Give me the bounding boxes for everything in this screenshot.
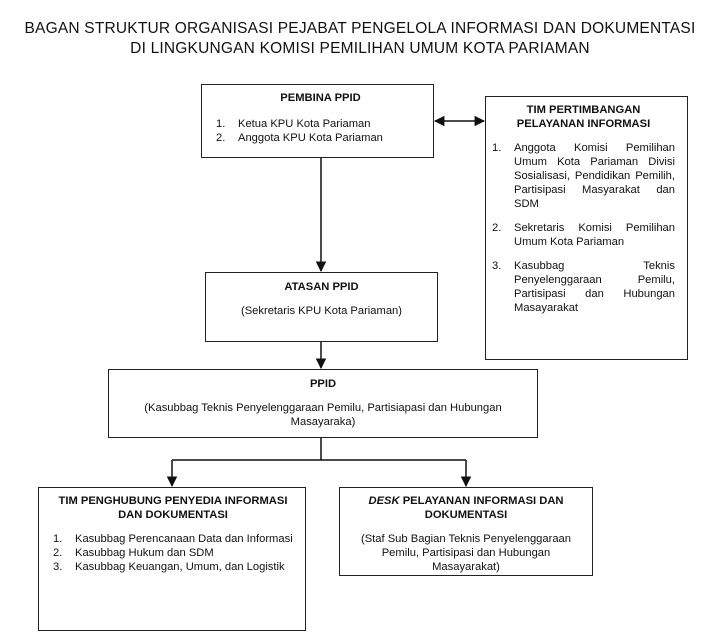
pembina-header: PEMBINA PPID [280, 92, 361, 104]
ppid-header: PPID [309, 378, 337, 390]
pembina-ppid-box: PEMBINA PPID 1.Ketua KPU Kota Pariaman 2… [201, 84, 434, 158]
tim-penghubung-list: 1.Kasubbag Perencanaan Data dan Informas… [53, 532, 293, 574]
list-item: 3.Kasubbag Keuangan, Umum, dan Logistik [53, 561, 285, 573]
atasan-ppid-box: ATASAN PPID (Sekretaris KPU Kota Pariama… [205, 272, 438, 342]
tim-penghubung-box: TIM PENGHUBUNG PENYEDIA INFORMASI DAN DO… [38, 487, 306, 631]
list-item: 1.Kasubbag Perencanaan Data dan Informas… [53, 533, 293, 545]
list-item: 2.Kasubbag Hukum dan SDM [53, 547, 214, 559]
ppid-subtitle: (Kasubbag Teknis Penyelenggaraan Pemilu,… [144, 402, 502, 428]
desk-pelayanan-box: DESK PELAYANAN INFORMASI DAN DOKUMENTASI… [339, 487, 593, 576]
list-item: 2.Sekretaris Komisi Pemilihan Umum Kota … [492, 222, 675, 248]
ppid-box: PPID (Kasubbag Teknis Penyelenggaraan Pe… [108, 369, 538, 438]
tim-pertimbangan-box: TIM PERTIMBANGAN PELAYANAN INFORMASI 1.A… [485, 96, 688, 360]
tim-penghubung-header: TIM PENGHUBUNG PENYEDIA INFORMASI DAN DO… [58, 495, 288, 521]
desk-header: DESK PELAYANAN INFORMASI DAN DOKUMENTASI [368, 495, 564, 521]
atasan-subtitle: (Sekretaris KPU Kota Pariaman) [240, 305, 403, 317]
atasan-header: ATASAN PPID [284, 281, 359, 293]
list-item: 2.Anggota KPU Kota Pariaman [216, 132, 383, 144]
pembina-list: 1.Ketua KPU Kota Pariaman 2.Anggota KPU … [216, 117, 425, 145]
desk-subtitle: (Staf Sub Bagian Teknis Penyelenggaraan … [360, 533, 571, 573]
list-item: 3.Kasubbag Teknis Penyelenggaraan Pemilu… [492, 260, 675, 314]
list-item: 1.Anggota Komisi Pemilihan Umum Kota Par… [492, 142, 675, 210]
tim-pertimbangan-header: TIM PERTIMBANGAN PELAYANAN INFORMASI [516, 104, 651, 130]
list-item: 1.Ketua KPU Kota Pariaman [216, 118, 371, 130]
tim-pertimbangan-list: 1.Anggota Komisi Pemilihan Umum Kota Par… [492, 141, 675, 315]
chart-title-line-2: DI LINGKUNGAN KOMISI PEMILIHAN UMUM KOTA… [130, 40, 590, 57]
chart-title-line-1: BAGAN STRUKTUR ORGANISASI PEJABAT PENGEL… [24, 20, 696, 37]
